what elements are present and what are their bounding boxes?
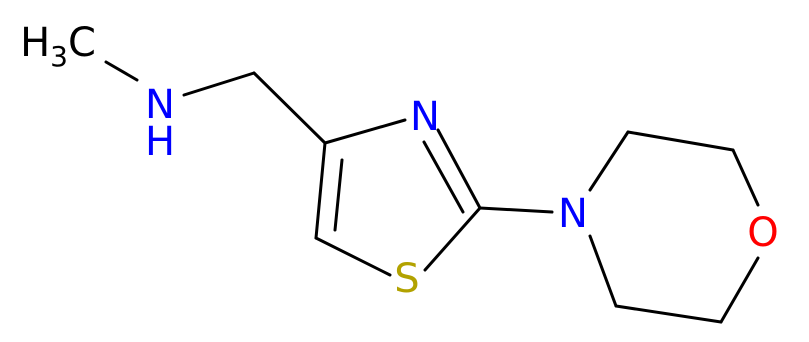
- bond-ch2-c4: [252, 71, 327, 145]
- bond-ca-cb: [626, 130, 735, 152]
- thiazole-n-label: N: [410, 94, 440, 140]
- bond-cd-o: [719, 256, 760, 324]
- morpholine-o-label: O: [747, 210, 778, 256]
- bond-n-ch2: [182, 71, 256, 97]
- bond-c5-c4: [314, 141, 327, 240]
- bond-c2-morpholine-n: [478, 206, 554, 214]
- bonds: [104, 60, 760, 324]
- bond-ch3-n: [104, 60, 139, 82]
- amine-h-label: H: [145, 119, 175, 165]
- bond-n3-c2: [436, 128, 482, 210]
- bond-cb-o: [731, 148, 760, 207]
- bond-mn-cc: [588, 234, 618, 308]
- bond-cc-cd: [614, 304, 723, 324]
- amine-n-label: N: [145, 82, 175, 128]
- bond-n3-c2-double: [422, 140, 465, 214]
- bond-c5-c4-double: [333, 158, 344, 232]
- morpholine-n-label: N: [558, 191, 588, 237]
- bond-c2-s: [423, 206, 482, 272]
- atom-labels: H3C N H N S N O: [20, 20, 779, 302]
- bond-mn-ca: [588, 130, 630, 192]
- bond-c4-n3: [323, 118, 407, 145]
- methyl-label: H3C: [20, 20, 96, 73]
- bond-s-c5: [314, 236, 392, 277]
- thiazole-s-label: S: [394, 256, 419, 302]
